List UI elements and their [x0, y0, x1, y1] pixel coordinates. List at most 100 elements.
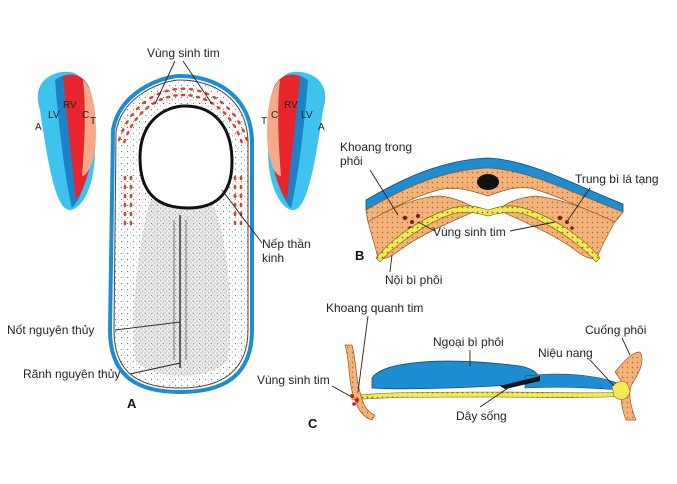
cardiogenic-cell — [158, 98, 164, 102]
cardiogenic-cell — [241, 128, 245, 133]
cardiogenic-cell — [126, 130, 130, 136]
heart-label-c-right: C — [271, 110, 278, 121]
cardiogenic-cell — [239, 202, 243, 208]
panel-c: Khoang quanh tim Ngoại bì phôi Cuống phô… — [257, 301, 646, 431]
cardiogenic-cell — [123, 220, 127, 226]
cardiogenic-cell — [233, 193, 237, 199]
cardiogenic-cell — [123, 202, 127, 208]
panel-label-b: B — [355, 248, 364, 263]
heart-label-t-left: T — [90, 116, 96, 127]
cardiogenic-cell — [232, 112, 236, 117]
cardiogenic-cell — [239, 220, 243, 226]
cardiogenic-cell — [129, 123, 134, 129]
panel-b: Khoang trong phôi Trung bì lá tạng Vùng … — [340, 140, 659, 287]
cardiogenic-cell — [123, 211, 127, 217]
heart-map-left: A LV RV C T — [35, 71, 96, 210]
cardiogenic-cell — [237, 120, 241, 125]
label-cardiac-field-a: Vùng sinh tim — [147, 46, 220, 60]
cardiogenic-cell — [129, 220, 133, 226]
cardiogenic-cell — [188, 94, 193, 97]
cardiogenic-cell — [233, 211, 237, 217]
cardiogenic-cell — [123, 175, 127, 181]
cardiogenic-cell — [142, 100, 147, 105]
cardiogenic-cell — [134, 117, 139, 122]
heart-label-t-right: T — [261, 116, 267, 127]
cardiogenic-cell — [232, 123, 237, 129]
cardiogenic-cell — [188, 87, 194, 91]
cardiogenic-cell — [202, 98, 208, 102]
label-notochord: Dây sống — [456, 409, 507, 423]
heart-label-lv-right: LV — [301, 110, 313, 121]
heart-label-lv-left: LV — [48, 110, 60, 121]
allantois — [611, 380, 631, 400]
cardiogenic-cell — [219, 100, 224, 105]
label-neural-fold-2: kinh — [262, 251, 284, 265]
label-endoderm: Nội bì phôi — [385, 273, 442, 287]
label-splanchnic-mesoderm: Trung bì lá tạng — [575, 172, 659, 186]
cardiogenic-cell — [164, 89, 170, 93]
cardiogenic-cell — [130, 112, 134, 117]
head-fold — [138, 104, 234, 210]
heart-label-rv-left: RV — [63, 100, 77, 111]
endoderm-c — [351, 391, 623, 401]
cardiogenic-cell — [139, 111, 144, 115]
cardiogenic-cell — [180, 87, 186, 90]
cardiogenic-cell — [180, 93, 186, 97]
label-primitive-node: Nốt nguyên thủy — [7, 323, 94, 337]
cardiogenic-cell — [239, 193, 243, 199]
head-end-c — [344, 344, 376, 421]
cardiogenic-cell — [239, 175, 243, 181]
cardiogenic-cell — [212, 95, 217, 100]
cardiogenic-cell — [233, 175, 237, 181]
cardiogenic-cell — [118, 136, 121, 142]
label-intraembryonic-cavity-1: Khoang trong — [340, 140, 412, 154]
cardiogenic-cell — [216, 105, 221, 110]
cardiogenic-cell — [196, 89, 202, 93]
cardiogenic-cell — [129, 202, 133, 208]
cardiogenic-cell — [233, 184, 237, 190]
label-primitive-streak: Rãnh nguyên thủy — [23, 367, 120, 381]
panel-a: Vùng sinh tim Nếp thần kinh Nốt nguyên t… — [7, 46, 311, 411]
label-connecting-stalk: Cuống phôi — [585, 323, 646, 337]
cardiogenic-cell — [165, 95, 171, 99]
cardiac-cells-c — [350, 394, 359, 406]
label-neural-fold-1: Nếp thần — [262, 237, 311, 251]
neural-tube-b — [477, 174, 499, 190]
cardiogenic-cell — [149, 95, 154, 100]
heart-label-rv-right: RV — [284, 100, 298, 111]
cardiogenic-cell — [123, 138, 127, 144]
cardiogenic-cell — [227, 117, 232, 122]
cardiogenic-crescent-a — [118, 87, 248, 226]
endoderm-b — [375, 205, 601, 263]
label-allantois: Niệu nang — [538, 346, 593, 360]
cardiogenic-cell — [129, 211, 133, 217]
heart-label-a-right: A — [318, 122, 325, 133]
cardiogenic-cell — [123, 193, 127, 199]
cardiogenic-cell — [195, 95, 201, 99]
label-cardiac-field-c: Vùng sinh tim — [257, 373, 330, 387]
cardiogenic-cell — [135, 106, 140, 111]
cardiogenic-cell — [129, 184, 133, 190]
embryonic-disc-outline — [107, 73, 254, 395]
panel-label-c: C — [308, 416, 318, 431]
cardiogenic-cell — [239, 138, 243, 144]
cardiogenic-cell — [233, 220, 237, 226]
cardiogenic-cell — [226, 106, 231, 111]
panel-label-a: A — [127, 396, 137, 411]
heart-label-c-left: C — [82, 110, 89, 121]
cardiogenic-cell — [222, 111, 227, 115]
notochord-c — [500, 376, 540, 389]
label-ectoderm: Ngoại bì phôi — [433, 335, 504, 349]
neural-plate-shading — [133, 200, 231, 376]
cardiogenic-cell — [245, 136, 248, 142]
cardiogenic-cell — [151, 101, 157, 105]
cardiogenic-cell — [129, 193, 133, 199]
heart-label-a-left: A — [35, 122, 42, 133]
mesoderm-b — [365, 167, 624, 223]
heart-map-right: T C RV LV A — [261, 71, 326, 210]
cardiogenic-cell — [125, 120, 129, 125]
cardiogenic-cell — [129, 175, 133, 181]
cardiogenic-cell — [236, 130, 240, 136]
